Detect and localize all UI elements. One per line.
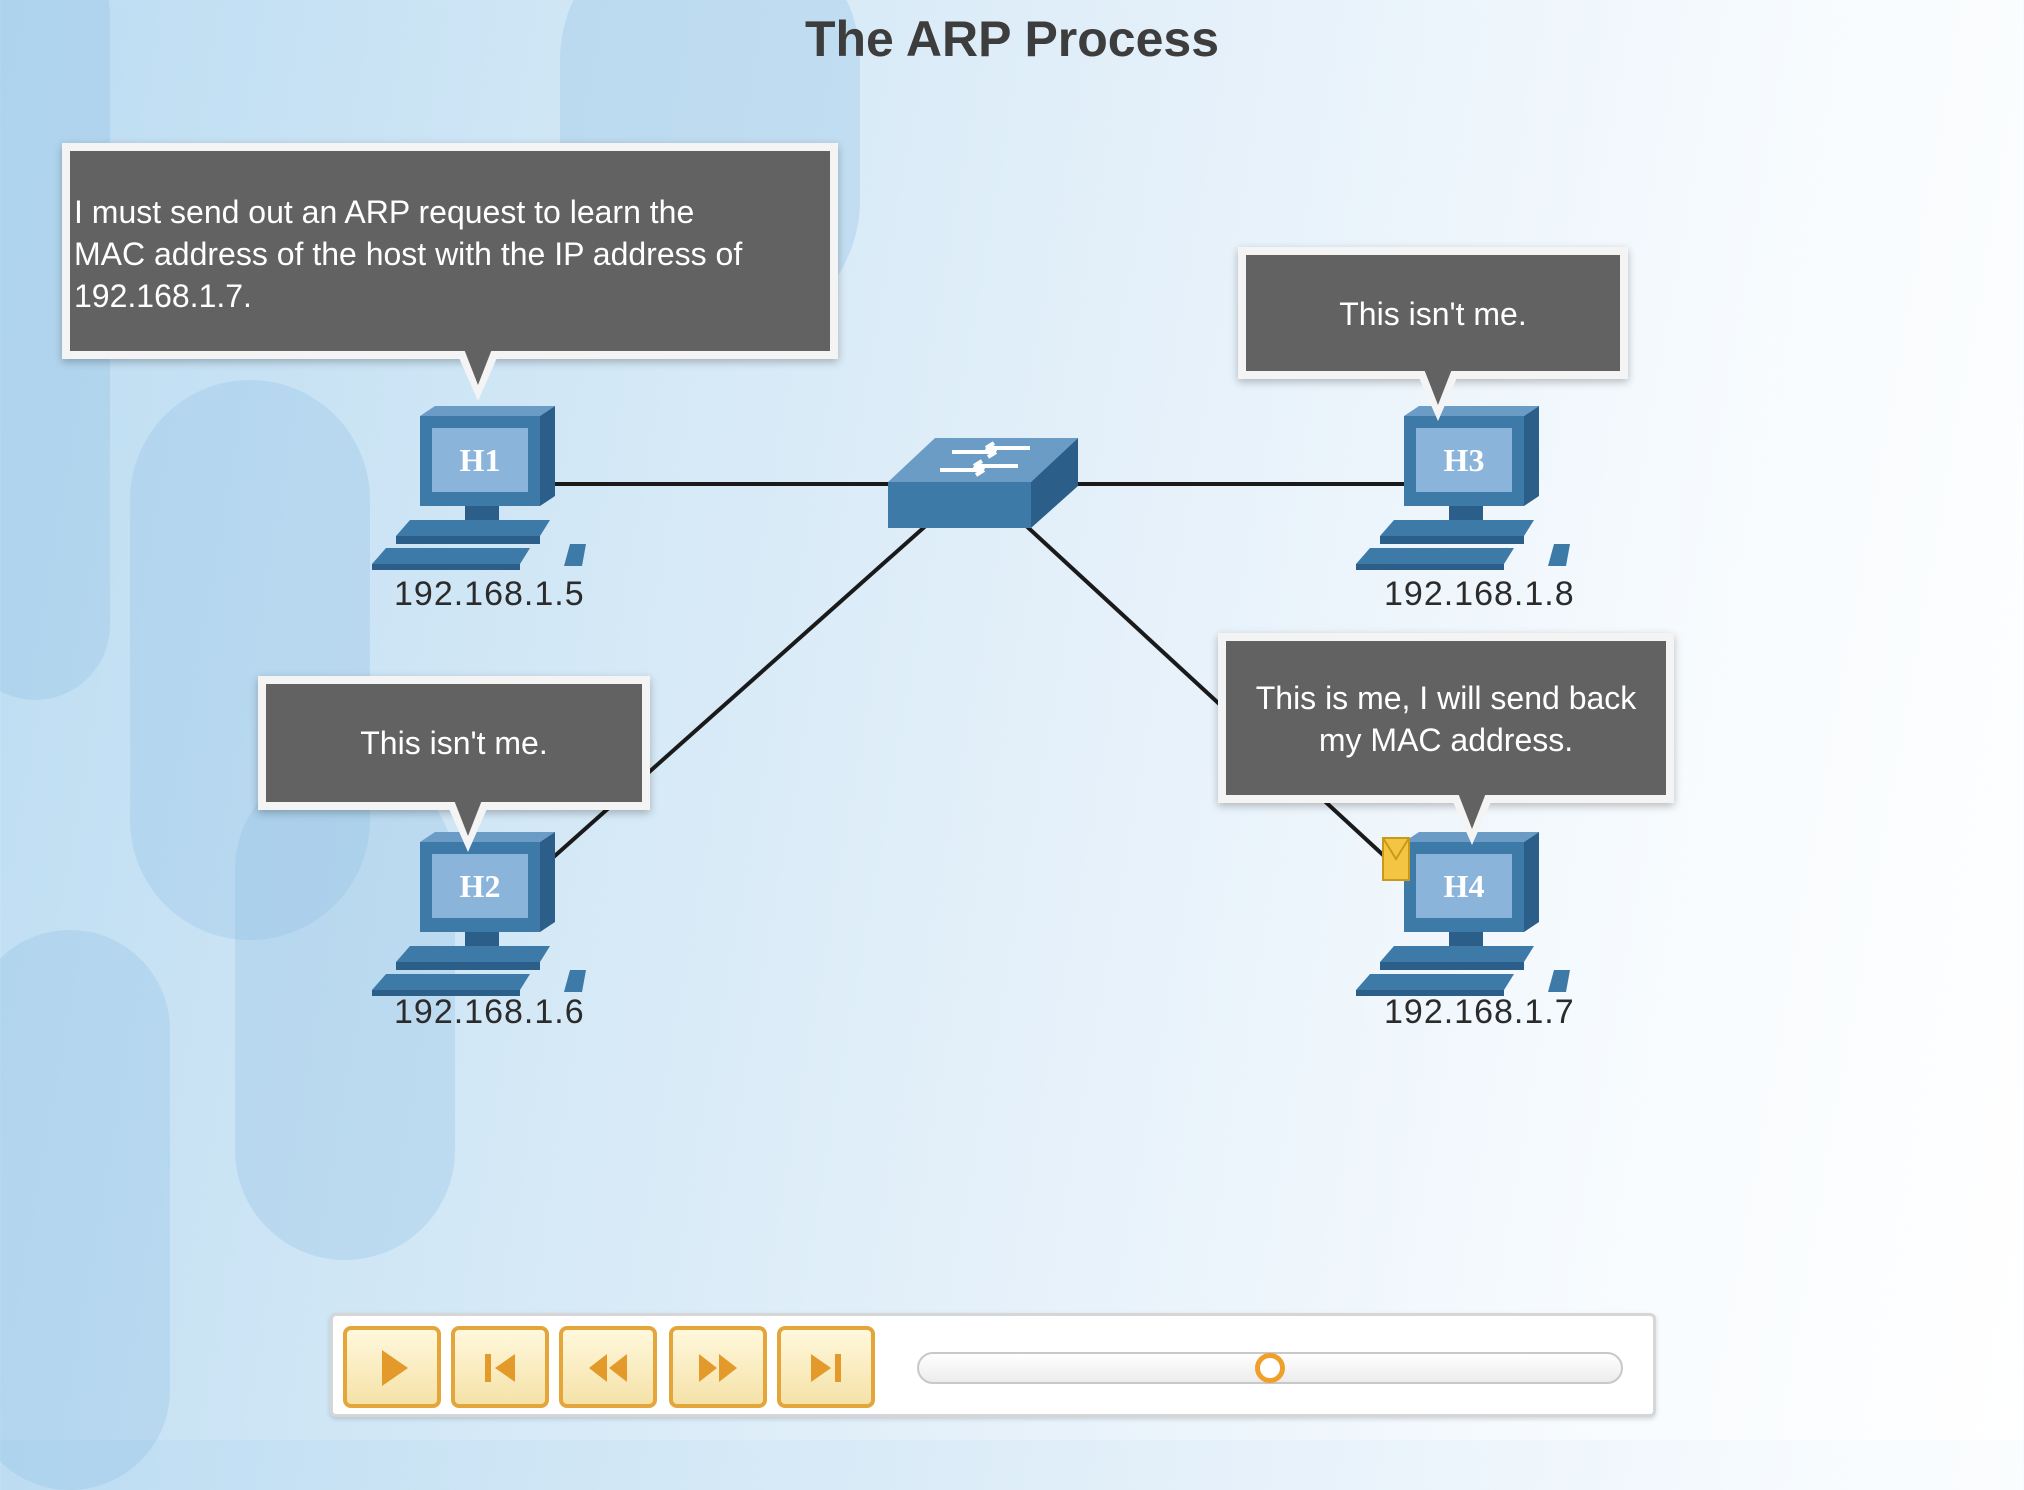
play-icon <box>382 1350 408 1386</box>
callout-h1-line: 192.168.1.7. <box>74 278 252 314</box>
skip-to-start-icon <box>485 1354 515 1382</box>
callout-h3: This isn't me. <box>1238 247 1628 421</box>
callout-h4-line: my MAC address. <box>1318 722 1574 758</box>
host-h4-ip: 192.168.1.7 <box>1384 993 1575 1031</box>
skip-to-start-button[interactable] <box>451 1326 549 1408</box>
play-button[interactable] <box>343 1326 441 1408</box>
link-switch-h4 <box>1020 520 1410 880</box>
animation-controls <box>330 1313 1656 1417</box>
skip-to-end-button[interactable] <box>777 1326 875 1408</box>
callout-h1-line: I must send out an ARP request to learn … <box>74 194 695 230</box>
host-h2-computer-icon: H2 <box>372 832 586 996</box>
callout-h1-line: MAC address of the host with the IP addr… <box>74 236 743 272</box>
host-h3-computer-icon: H3 <box>1356 406 1570 570</box>
host-h2-label: H2 <box>460 868 501 904</box>
host-h2-ip: 192.168.1.6 <box>394 993 585 1031</box>
progress-slider-thumb[interactable] <box>1255 1353 1285 1383</box>
fast-forward-button[interactable] <box>669 1326 767 1408</box>
host-h1-label: H1 <box>460 442 501 478</box>
skip-to-end-icon <box>811 1354 841 1382</box>
host-h3-ip: 192.168.1.8 <box>1384 575 1575 613</box>
rewind-button[interactable] <box>559 1326 657 1408</box>
callout-h4-line: This is me, I will send back <box>1255 680 1637 716</box>
switch-icon <box>888 438 1078 528</box>
host-h3-label: H3 <box>1444 442 1485 478</box>
host-h1-computer-icon: H1 <box>372 406 586 570</box>
arp-frame-envelope-icon <box>1382 837 1410 881</box>
callout-h2-text: This isn't me. <box>360 725 548 761</box>
host-h1-ip: 192.168.1.5 <box>394 575 585 613</box>
progress-slider-track[interactable] <box>917 1352 1623 1384</box>
page-title: The ARP Process <box>804 11 1220 67</box>
callout-h4: This is me, I will send back my MAC addr… <box>1218 633 1674 845</box>
background-shape <box>235 760 455 1260</box>
callout-h3-text: This isn't me. <box>1339 296 1527 332</box>
background-shape <box>130 380 370 940</box>
host-h4-label: H4 <box>1444 868 1485 904</box>
background-shape <box>0 930 170 1490</box>
network-diagram: H1 H2 H3 H4 <box>372 406 1570 996</box>
fast-forward-icon <box>699 1354 737 1382</box>
callout-h1: I must send out an ARP request to learn … <box>62 143 838 401</box>
host-h4-computer-icon: H4 <box>1356 832 1570 996</box>
callout-h2: This isn't me. <box>258 676 650 852</box>
rewind-icon <box>589 1354 627 1382</box>
